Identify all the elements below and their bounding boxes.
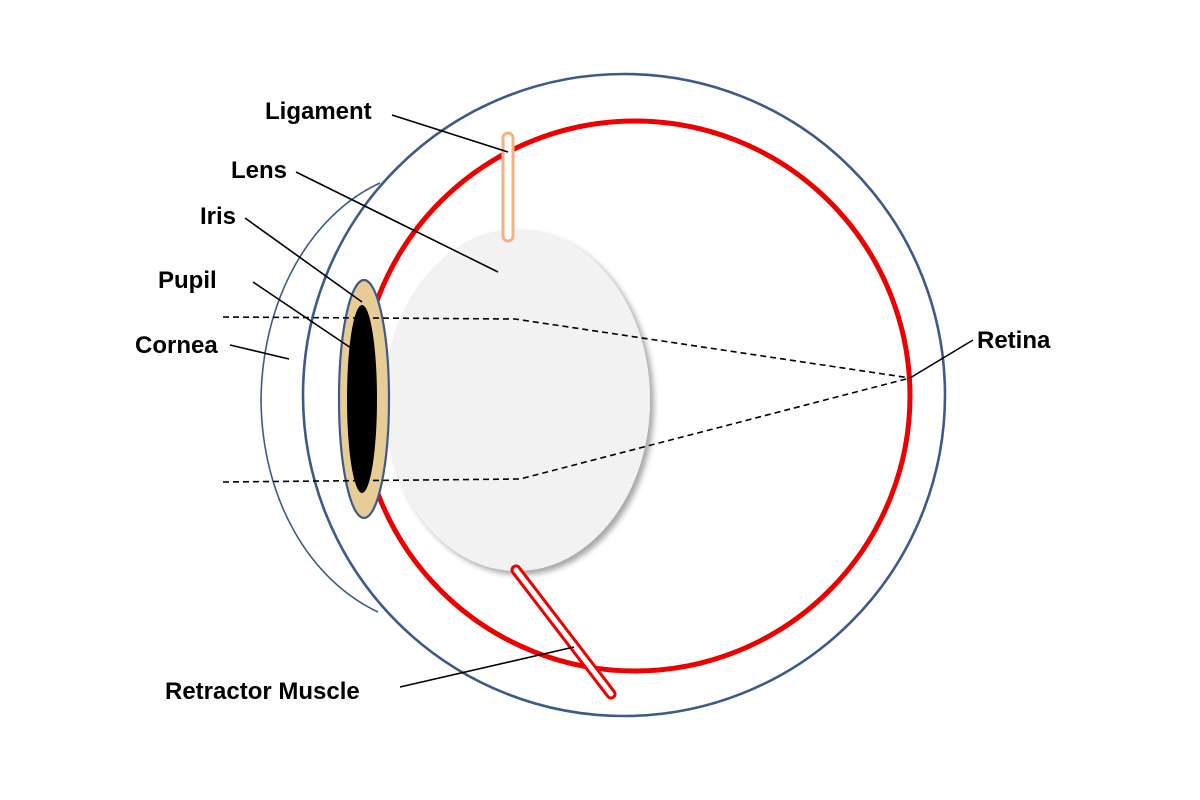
cornea-leader	[229, 344, 290, 360]
lens-shape	[384, 229, 650, 571]
label-ligament: Ligament	[265, 98, 372, 125]
pupil-leader	[252, 281, 352, 349]
label-lens: Lens	[231, 157, 287, 184]
retina-leader	[909, 339, 974, 379]
retractor-muscle-shape	[510, 564, 617, 700]
lens-leader	[295, 171, 499, 273]
label-iris: Iris	[200, 203, 236, 230]
iris-leader	[244, 217, 363, 303]
light-ray-lower	[222, 377, 911, 483]
label-pupil: Pupil	[158, 267, 217, 294]
label-retina: Retina	[977, 327, 1051, 354]
pupil-shape	[347, 305, 377, 493]
label-retractor-muscle: Retractor Muscle	[165, 678, 360, 705]
retractor-muscle-leader	[399, 646, 575, 688]
ligament-leader	[391, 114, 509, 153]
cornea-shape	[260, 182, 381, 613]
eyeball-outline	[301, 72, 947, 718]
label-cornea: Cornea	[135, 332, 218, 359]
light-ray-upper	[222, 316, 911, 379]
